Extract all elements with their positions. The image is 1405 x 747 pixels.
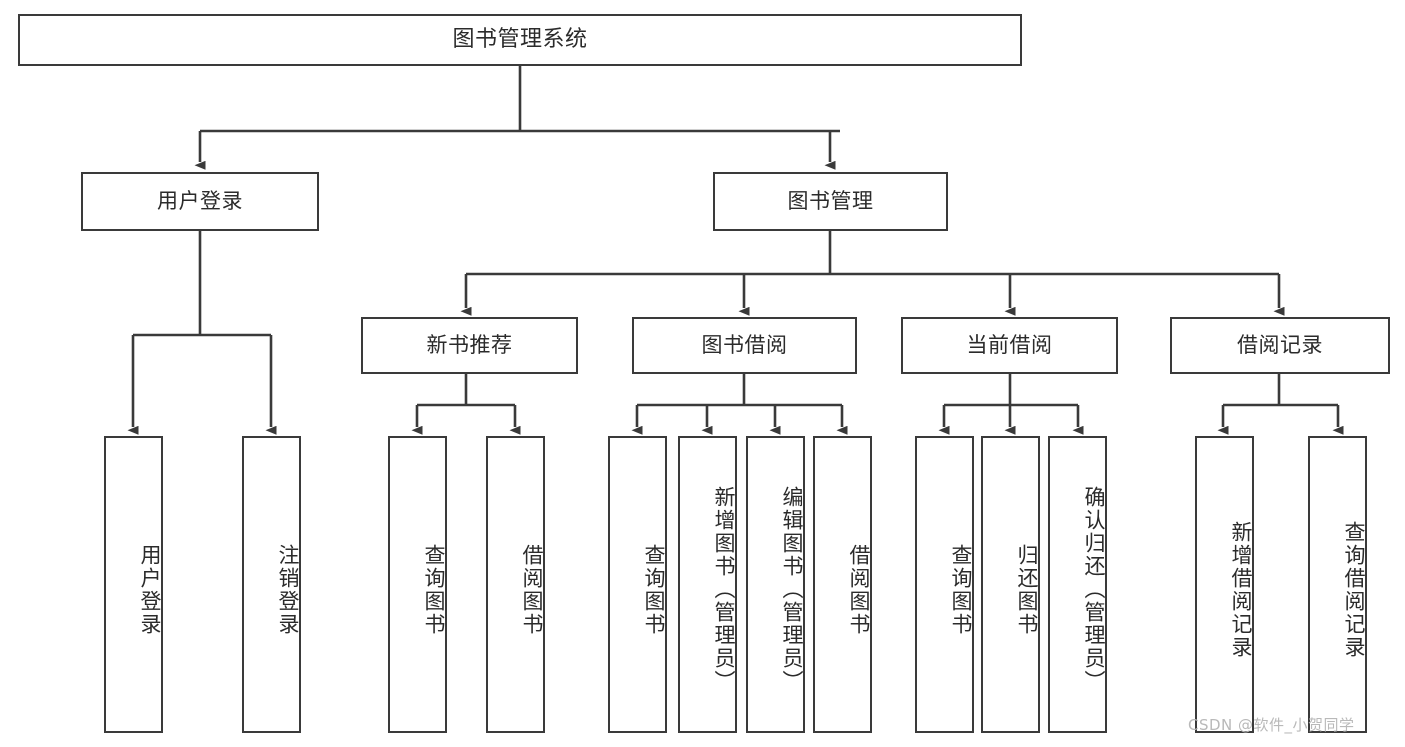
- leaf-current-borrow-return[interactable]: 归还图书: [981, 436, 1040, 733]
- leaf-book-borrow-borrow[interactable]: 借阅图书: [813, 436, 872, 733]
- leaf-book-borrow-query[interactable]: 查询图书: [608, 436, 667, 733]
- leaf-current-borrow-confirm[interactable]: 确认归还（管理员）: [1048, 436, 1107, 733]
- node-root-system[interactable]: 图书管理系统: [18, 14, 1022, 66]
- leaf-current-borrow-query[interactable]: 查询图书: [915, 436, 974, 733]
- leaf-borrow-record-query[interactable]: 查询借阅记录: [1308, 436, 1367, 733]
- node-book-management[interactable]: 图书管理: [713, 172, 948, 231]
- leaf-new-book-borrow[interactable]: 借阅图书: [486, 436, 545, 733]
- leaf-user-login-logout[interactable]: 注销登录: [242, 436, 301, 733]
- node-current-borrow[interactable]: 当前借阅: [901, 317, 1118, 374]
- node-book-borrow[interactable]: 图书借阅: [632, 317, 857, 374]
- leaf-user-login-login[interactable]: 用户登录: [104, 436, 163, 733]
- csdn-watermark: CSDN @软件_小贺同学: [1188, 716, 1355, 734]
- leaf-new-book-query[interactable]: 查询图书: [388, 436, 447, 733]
- node-new-book-recommend[interactable]: 新书推荐: [361, 317, 578, 374]
- leaf-book-borrow-add[interactable]: 新增图书（管理员）: [678, 436, 737, 733]
- leaf-borrow-record-add[interactable]: 新增借阅记录: [1195, 436, 1254, 733]
- leaf-book-borrow-edit[interactable]: 编辑图书（管理员）: [746, 436, 805, 733]
- node-user-login[interactable]: 用户登录: [81, 172, 319, 231]
- node-borrow-record[interactable]: 借阅记录: [1170, 317, 1390, 374]
